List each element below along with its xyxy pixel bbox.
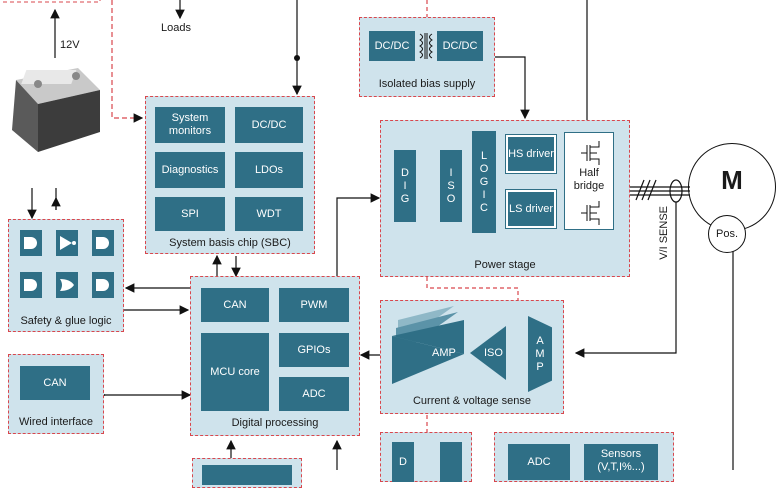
vi-sense-label: V/I SENSE: [658, 206, 670, 260]
digital-gpios: GPIOs: [279, 333, 349, 367]
voltage-label: 12V: [60, 39, 80, 51]
bottom-dig-block: D: [392, 442, 414, 482]
digital-pwm: PWM: [279, 288, 349, 322]
sensors-label: Sensors: [600, 448, 642, 460]
iso-letter: S: [447, 179, 455, 192]
wired-title: Wired interface: [19, 416, 93, 428]
bias-dcdc-left: DC/DC: [369, 31, 415, 61]
ls-driver-block: LS driver: [506, 190, 556, 228]
sbc-spi: SPI: [155, 197, 225, 231]
iso-letter: I: [449, 166, 453, 179]
hs-driver-block: HS driver: [506, 135, 556, 173]
dig-letter: G: [400, 192, 410, 205]
battery-icon: [12, 68, 100, 152]
logic-gates-icon: [20, 230, 114, 298]
logic-letter: I: [482, 188, 486, 201]
amp-triangle: [392, 306, 464, 384]
logic-letter: C: [480, 201, 488, 214]
half-bridge-block: Half bridge: [564, 132, 614, 230]
logic-letter: O: [479, 162, 489, 175]
transformer-icon: [419, 33, 433, 59]
power-dig-block: D I G: [394, 150, 416, 222]
iso-letter: O: [446, 192, 456, 205]
bias-dcdc-right: DC/DC: [437, 31, 483, 61]
power-logic-block: L O G I C: [472, 131, 496, 233]
amp-letter: M: [535, 347, 545, 360]
bottom-sensors: Sensors (V,T,I%...): [584, 444, 658, 480]
motor-label: M: [721, 165, 743, 195]
sbc-ldos: LDOs: [235, 152, 303, 188]
sense-title: Current & voltage sense: [412, 395, 531, 407]
logic-letter: L: [480, 149, 488, 162]
sbc-title: System basis chip (SBC): [169, 237, 291, 249]
power-iso-block: I S O: [440, 150, 462, 222]
digital-adc: ADC: [279, 377, 349, 411]
power-stage-title: Power stage: [474, 259, 536, 271]
bottom-iso-block: [440, 442, 462, 482]
sbc-dcdc: DC/DC: [235, 107, 303, 143]
bias-title: Isolated bias supply: [378, 78, 476, 90]
amp-letter: P: [536, 360, 544, 373]
iso-label: ISO: [484, 347, 503, 359]
hs-mosfet-icon: [581, 141, 600, 165]
dig-letter: D: [401, 166, 409, 179]
sbc-wdt: WDT: [235, 197, 303, 231]
half-bridge-label: Half bridge: [573, 167, 605, 192]
loads-label: Loads: [161, 22, 191, 34]
sbc-system-monitors: System monitors: [155, 107, 225, 143]
wired-can: CAN: [20, 366, 90, 400]
iso-triangle: [470, 326, 506, 380]
position-sensor: Pos.: [708, 215, 746, 253]
digital-title: Digital processing: [231, 417, 319, 429]
sense-amp-block: A M P: [528, 316, 552, 392]
digital-can: CAN: [201, 288, 269, 322]
amp-letter: A: [536, 334, 544, 347]
sbc-diagnostics: Diagnostics: [155, 152, 225, 188]
gate-grid: [20, 230, 116, 305]
ls-mosfet-icon: [581, 201, 600, 225]
sensors-sub: (V,T,I%...): [597, 461, 645, 473]
logic-letter: G: [479, 175, 489, 188]
amp-label: AMP: [432, 347, 456, 359]
dig-letter: I: [403, 179, 407, 192]
bottom-adc: ADC: [508, 444, 570, 480]
mcu-core: MCU core: [201, 333, 269, 411]
safety-title: Safety & glue logic: [20, 315, 112, 327]
bottom-left-block: [202, 465, 292, 485]
